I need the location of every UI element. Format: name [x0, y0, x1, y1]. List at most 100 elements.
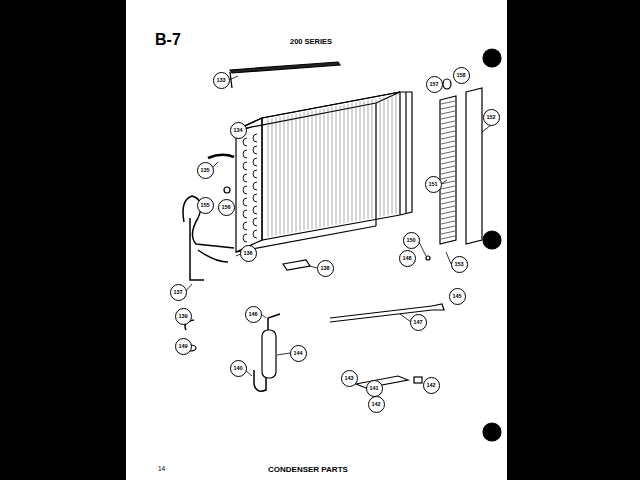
- drawing-stroke: [324, 108, 325, 226]
- drawing-stroke: [243, 162, 247, 170]
- nut: [414, 377, 422, 383]
- callout-number: 156: [218, 199, 235, 216]
- callout-number: 136: [240, 245, 257, 262]
- page-caption: CONDENSER PARTS: [268, 466, 348, 474]
- drawing-stroke: [441, 181, 455, 184]
- drawing-stroke: [441, 176, 455, 179]
- top-bar-leg: [230, 72, 232, 88]
- drawing-stroke: [253, 230, 257, 238]
- drawing-stroke: [243, 198, 247, 206]
- callout-number: 138: [317, 260, 334, 277]
- drawing-stroke: [364, 101, 365, 220]
- drawing-stroke: [304, 112, 305, 230]
- drawing-stroke: [441, 221, 455, 224]
- page-title: B-7: [155, 32, 181, 48]
- callout-number: 150: [403, 232, 420, 249]
- drawing-stroke: [441, 111, 455, 114]
- series-heading: 200 SERIES: [290, 38, 332, 46]
- drawing-stroke: [441, 126, 455, 129]
- tube-bends: [243, 134, 257, 242]
- drawing-stroke: [441, 191, 455, 194]
- drawing-stroke: [441, 180, 447, 184]
- drawing-stroke: [253, 146, 257, 154]
- drawing-stroke: [300, 113, 301, 231]
- callout-number: 148: [399, 250, 416, 267]
- drawing-stroke: [441, 196, 455, 199]
- drawing-stroke: [372, 99, 373, 218]
- drawing-stroke: [352, 103, 353, 222]
- callout-number: 134: [230, 122, 247, 139]
- punch-hole: [483, 231, 501, 249]
- drawing-stroke: [272, 118, 273, 236]
- drawing-stroke: [280, 117, 281, 235]
- callout-number: 146: [245, 306, 262, 323]
- drawing-stroke: [336, 106, 337, 225]
- drawing-stroke: [441, 156, 455, 159]
- drawing-stroke: [368, 100, 369, 219]
- callout-number: 140: [230, 360, 247, 377]
- block: [283, 260, 310, 270]
- drawing-stroke: [253, 182, 257, 190]
- drawing-stroke: [356, 102, 357, 221]
- callout-number: 155: [197, 197, 214, 214]
- grille-lines: [441, 101, 455, 239]
- tube: [268, 314, 280, 330]
- grille: [440, 96, 456, 244]
- coil-plate: [405, 92, 406, 213]
- punch-hole: [483, 423, 501, 441]
- callout-number: 139: [175, 308, 192, 325]
- tube: [208, 155, 234, 158]
- drawing-stroke: [332, 107, 333, 226]
- accumulator: [262, 330, 276, 378]
- drawing-stroke: [441, 141, 455, 144]
- drawing-stroke: [243, 138, 247, 146]
- drawing-stroke: [441, 151, 455, 154]
- drawing-stroke: [310, 266, 317, 268]
- callout-number: 144: [290, 345, 307, 362]
- drawing-stroke: [441, 136, 455, 139]
- drawing-stroke: [441, 166, 455, 169]
- drawing-stroke: [246, 127, 252, 129]
- coil-bottom: [236, 226, 376, 252]
- drawing-stroke: [340, 105, 341, 224]
- drawing-stroke: [441, 211, 455, 214]
- drawing-stroke: [441, 116, 455, 119]
- callout-number: 149: [175, 338, 192, 355]
- drawing-stroke: [384, 97, 385, 216]
- nut: [224, 187, 230, 193]
- drawing-stroke: [441, 131, 455, 134]
- punch-hole: [483, 49, 501, 67]
- drawing-stroke: [441, 206, 455, 209]
- callout-number: 142: [423, 377, 440, 394]
- top-bar: [230, 62, 340, 73]
- tube: [254, 370, 266, 391]
- drawing-stroke: [253, 134, 257, 142]
- coil-plate: [399, 92, 400, 215]
- drawing-stroke: [380, 98, 381, 217]
- screw: [426, 256, 430, 260]
- drawing-stroke: [441, 171, 455, 174]
- drawing-stroke: [441, 231, 455, 234]
- page-number: 14: [158, 466, 165, 473]
- drawing-stroke: [296, 114, 297, 232]
- rod-end: [432, 304, 444, 310]
- tube: [190, 218, 204, 280]
- drawing-stroke: [392, 96, 393, 215]
- drawing-stroke: [441, 161, 455, 164]
- drawing-stroke: [243, 174, 247, 182]
- callout-number: 135: [197, 162, 214, 179]
- drawing-stroke: [253, 206, 257, 214]
- drawing-stroke: [243, 222, 247, 230]
- drawing-stroke: [396, 95, 397, 214]
- page-sheet: [126, 0, 507, 480]
- drawing-stroke: [261, 314, 266, 318]
- drawing-stroke: [243, 210, 247, 218]
- drawing-stroke: [441, 146, 455, 149]
- drawing-stroke: [441, 201, 455, 204]
- callout-number: 147: [410, 314, 427, 331]
- drawing-stroke: [441, 216, 455, 219]
- drawing-stroke: [253, 158, 257, 166]
- drawing-stroke: [284, 116, 285, 234]
- callout-number: 137: [170, 284, 187, 301]
